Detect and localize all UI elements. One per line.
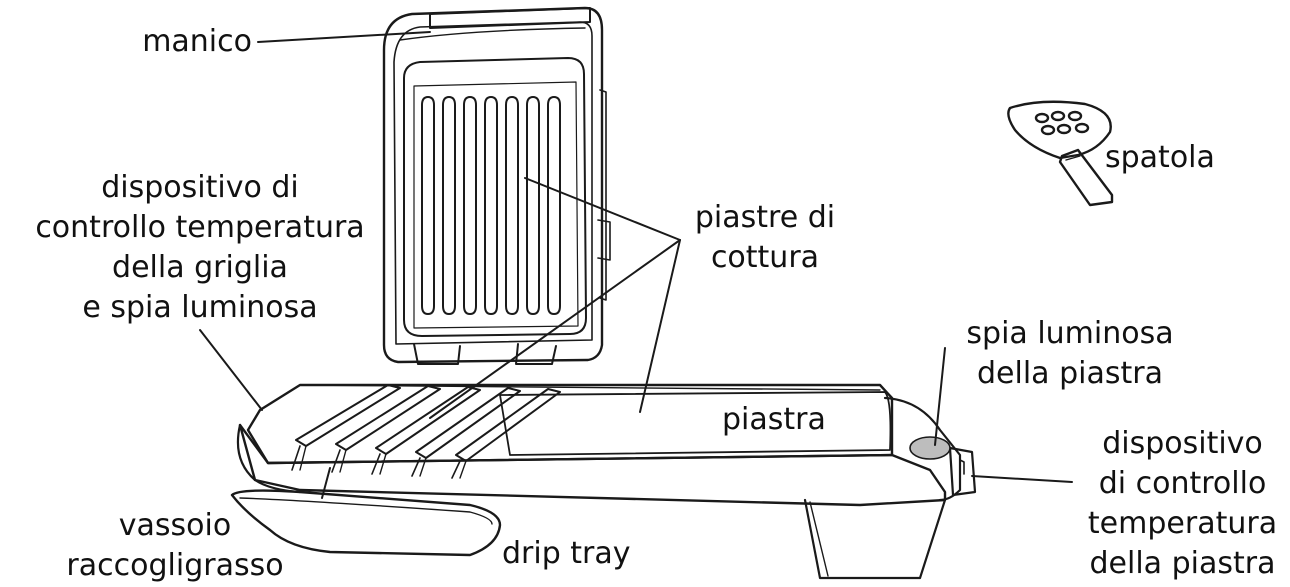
lower-grill-ridges bbox=[291, 384, 561, 479]
handle bbox=[429, 7, 591, 29]
label-plate-light-line-1: spia luminosa bbox=[966, 316, 1174, 351]
label-cooking-plates: piastre di cottura bbox=[670, 198, 860, 278]
lid bbox=[382, 6, 611, 365]
label-drip-tray-it-line-2: raccogligrasso bbox=[66, 548, 284, 583]
label-plate-control-line-4: della piastra bbox=[1089, 546, 1276, 581]
label-plate-light-line-2: della piastra bbox=[977, 356, 1163, 391]
label-griddle: piastra bbox=[722, 402, 826, 437]
label-cooking-plates-line-2: cottura bbox=[710, 240, 820, 275]
label-plate-control-line-2: di controllo bbox=[1098, 466, 1267, 501]
label-cooking-plates-line-1: piastre di bbox=[694, 200, 836, 235]
drip-tray bbox=[230, 489, 502, 557]
label-spatula: spatola bbox=[1105, 140, 1215, 175]
label-grill-control-line-1: dispositivo di bbox=[101, 170, 299, 205]
label-grill-control-line-2: controllo temperatura bbox=[35, 210, 365, 245]
label-handle: manico bbox=[142, 24, 252, 59]
label-drip-tray-en: drip tray bbox=[502, 536, 631, 571]
label-grill-control-line-3: della griglia bbox=[112, 250, 288, 285]
label-grill-control: dispositivo di controllo temperatura del… bbox=[0, 168, 400, 328]
label-plate-control: dispositivo di controllo temperatura del… bbox=[1075, 424, 1290, 584]
griddle bbox=[499, 391, 892, 456]
plate-indicator-light bbox=[909, 436, 951, 460]
lid-grill-slots bbox=[421, 96, 561, 315]
upper-cooking-plate bbox=[403, 57, 587, 337]
label-grill-control-line-4: e spia luminosa bbox=[82, 290, 318, 325]
label-plate-control-line-1: dispositivo bbox=[1102, 426, 1263, 461]
label-plate-light: spia luminosa della piastra bbox=[930, 314, 1210, 394]
plate-control-knob bbox=[948, 446, 977, 497]
label-drip-tray-it-line-1: vassoio bbox=[118, 508, 232, 543]
leader-lines bbox=[199, 31, 1073, 499]
label-drip-tray-it: vassoio raccogligrasso bbox=[40, 506, 310, 586]
label-plate-control-line-3: temperatura bbox=[1087, 506, 1278, 541]
spatula-illustration bbox=[1007, 100, 1114, 207]
